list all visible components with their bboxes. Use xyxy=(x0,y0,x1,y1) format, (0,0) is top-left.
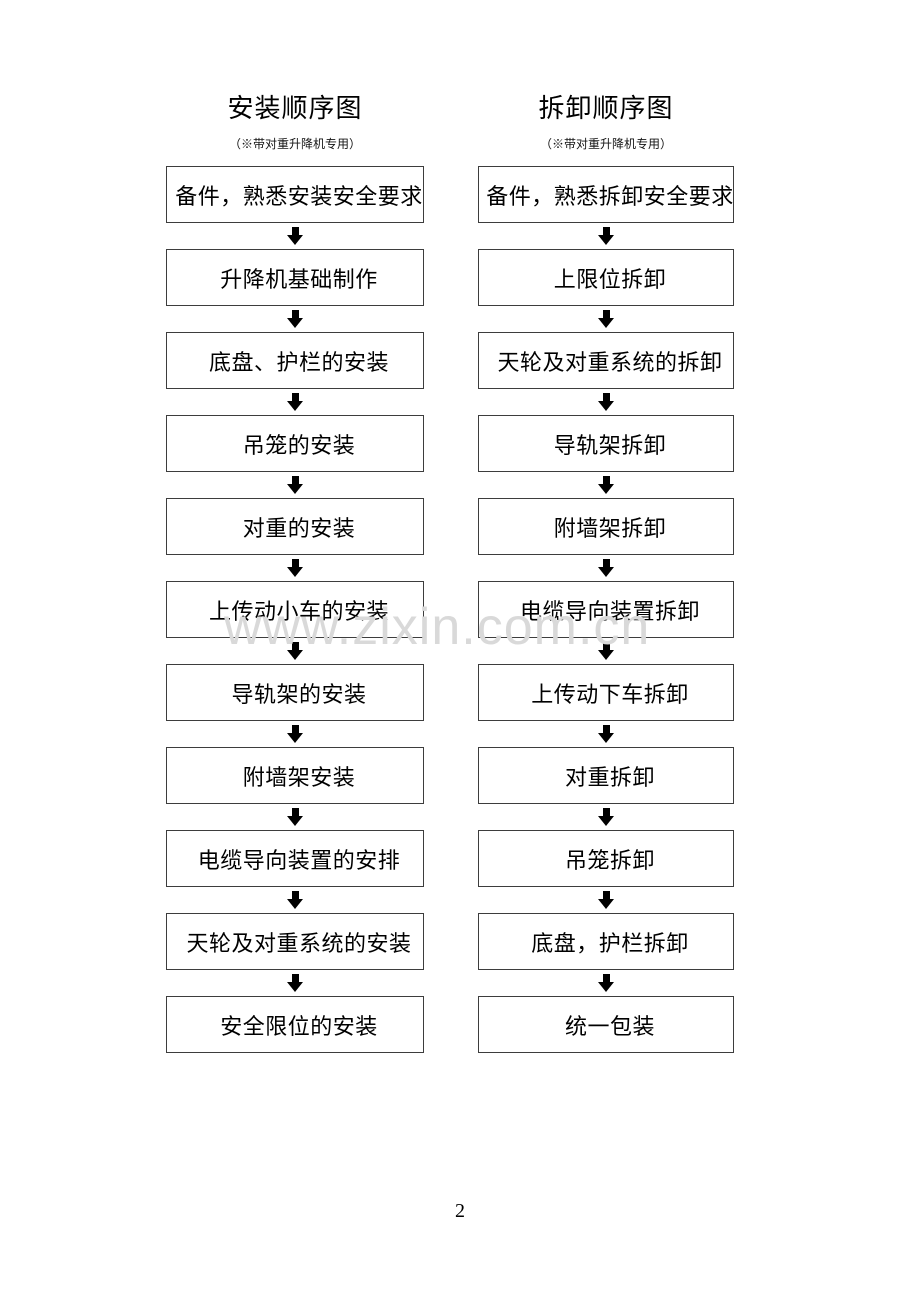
flow-step-label: 上限位拆卸 xyxy=(553,266,667,292)
flow-step-box: 附墙架拆卸 xyxy=(478,498,734,555)
down-arrow-icon xyxy=(166,804,424,830)
flow-step-label: 备件，熟悉拆卸安全要求 xyxy=(486,183,734,209)
flow-steps: 备件，熟悉安装安全要求 升降机基础制作 底盘、护栏的安装 吊笼的安装 对重的安装… xyxy=(166,166,424,1053)
flow-step-box: 电缆导向装置的安排 xyxy=(166,830,424,887)
flow-step-box: 安全限位的安装 xyxy=(166,996,424,1053)
flow-step-box: 吊笼的安装 xyxy=(166,415,424,472)
down-arrow-icon xyxy=(478,970,734,996)
flow-step-box: 备件，熟悉拆卸安全要求 xyxy=(478,166,734,223)
flow-step-box: 导轨架的安装 xyxy=(166,664,424,721)
flow-step-box: 统一包装 xyxy=(478,996,734,1053)
flowchart-subtitle: （※带对重升降机专用） xyxy=(539,137,672,151)
flow-step-box: 备件，熟悉安装安全要求 xyxy=(166,166,424,223)
flow-step-label: 底盘，护栏拆卸 xyxy=(531,930,689,956)
down-arrow-icon xyxy=(478,389,734,415)
down-arrow-icon xyxy=(478,804,734,830)
flow-step-box: 上传动小车的安装 xyxy=(166,581,424,638)
flow-step-box: 导轨架拆卸 xyxy=(478,415,734,472)
flow-step-label: 附墙架拆卸 xyxy=(553,515,667,541)
flowchart-title: 拆卸顺序图 xyxy=(538,94,674,123)
flow-step-label: 天轮及对重系统的拆卸 xyxy=(497,349,723,375)
flow-step-label: 备件，熟悉安装安全要求 xyxy=(175,183,423,209)
flowchart-installation: 安装顺序图 （※带对重升降机专用） 备件，熟悉安装安全要求 升降机基础制作 底盘… xyxy=(166,88,424,1053)
flow-step-label: 统一包装 xyxy=(564,1013,655,1039)
flow-step-label: 底盘、护栏的安装 xyxy=(208,349,389,375)
flow-step-label: 升降机基础制作 xyxy=(220,266,378,292)
flow-step-label: 上传动下车拆卸 xyxy=(531,681,689,707)
flow-steps: 备件，熟悉拆卸安全要求 上限位拆卸 天轮及对重系统的拆卸 导轨架拆卸 附墙架拆卸… xyxy=(478,166,734,1053)
flow-step-label: 对重的安装 xyxy=(242,515,356,541)
down-arrow-icon xyxy=(166,970,424,996)
down-arrow-icon xyxy=(478,638,734,664)
flow-step-label: 导轨架的安装 xyxy=(231,681,367,707)
down-arrow-icon xyxy=(478,472,734,498)
down-arrow-icon xyxy=(166,887,424,913)
flow-step-box: 底盘、护栏的安装 xyxy=(166,332,424,389)
flow-step-label: 安全限位的安装 xyxy=(220,1013,378,1039)
down-arrow-icon xyxy=(478,555,734,581)
flow-step-label: 电缆导向装置拆卸 xyxy=(519,598,700,624)
down-arrow-icon xyxy=(166,555,424,581)
flow-step-box: 附墙架安装 xyxy=(166,747,424,804)
down-arrow-icon xyxy=(166,389,424,415)
flow-step-box: 上限位拆卸 xyxy=(478,249,734,306)
flowchart-title: 安装顺序图 xyxy=(227,94,363,123)
flow-step-box: 电缆导向装置拆卸 xyxy=(478,581,734,638)
flow-step-label: 附墙架安装 xyxy=(242,764,356,790)
flow-step-label: 对重拆卸 xyxy=(564,764,655,790)
down-arrow-icon xyxy=(166,223,424,249)
down-arrow-icon xyxy=(478,721,734,747)
down-arrow-icon xyxy=(166,638,424,664)
down-arrow-icon xyxy=(478,887,734,913)
flow-step-box: 天轮及对重系统的拆卸 xyxy=(478,332,734,389)
down-arrow-icon xyxy=(166,472,424,498)
flow-step-label: 上传动小车的安装 xyxy=(208,598,389,624)
down-arrow-icon xyxy=(166,721,424,747)
down-arrow-icon xyxy=(478,223,734,249)
flow-step-label: 吊笼的安装 xyxy=(242,432,356,458)
flow-step-label: 电缆导向装置的安排 xyxy=(197,847,401,873)
flow-step-label: 天轮及对重系统的安装 xyxy=(186,930,412,956)
flow-step-box: 底盘，护栏拆卸 xyxy=(478,913,734,970)
flow-step-box: 上传动下车拆卸 xyxy=(478,664,734,721)
flow-step-box: 对重的安装 xyxy=(166,498,424,555)
flow-step-box: 对重拆卸 xyxy=(478,747,734,804)
flowchart-disassembly: 拆卸顺序图 （※带对重升降机专用） 备件，熟悉拆卸安全要求 上限位拆卸 天轮及对… xyxy=(478,88,734,1053)
flow-step-label: 吊笼拆卸 xyxy=(564,847,655,873)
flow-step-box: 吊笼拆卸 xyxy=(478,830,734,887)
flow-step-box: 升降机基础制作 xyxy=(166,249,424,306)
down-arrow-icon xyxy=(478,306,734,332)
down-arrow-icon xyxy=(166,306,424,332)
flow-step-box: 天轮及对重系统的安装 xyxy=(166,913,424,970)
flow-step-label: 导轨架拆卸 xyxy=(553,432,667,458)
page-number: 2 xyxy=(455,1200,465,1222)
flowchart-subtitle: （※带对重升降机专用） xyxy=(228,137,361,151)
